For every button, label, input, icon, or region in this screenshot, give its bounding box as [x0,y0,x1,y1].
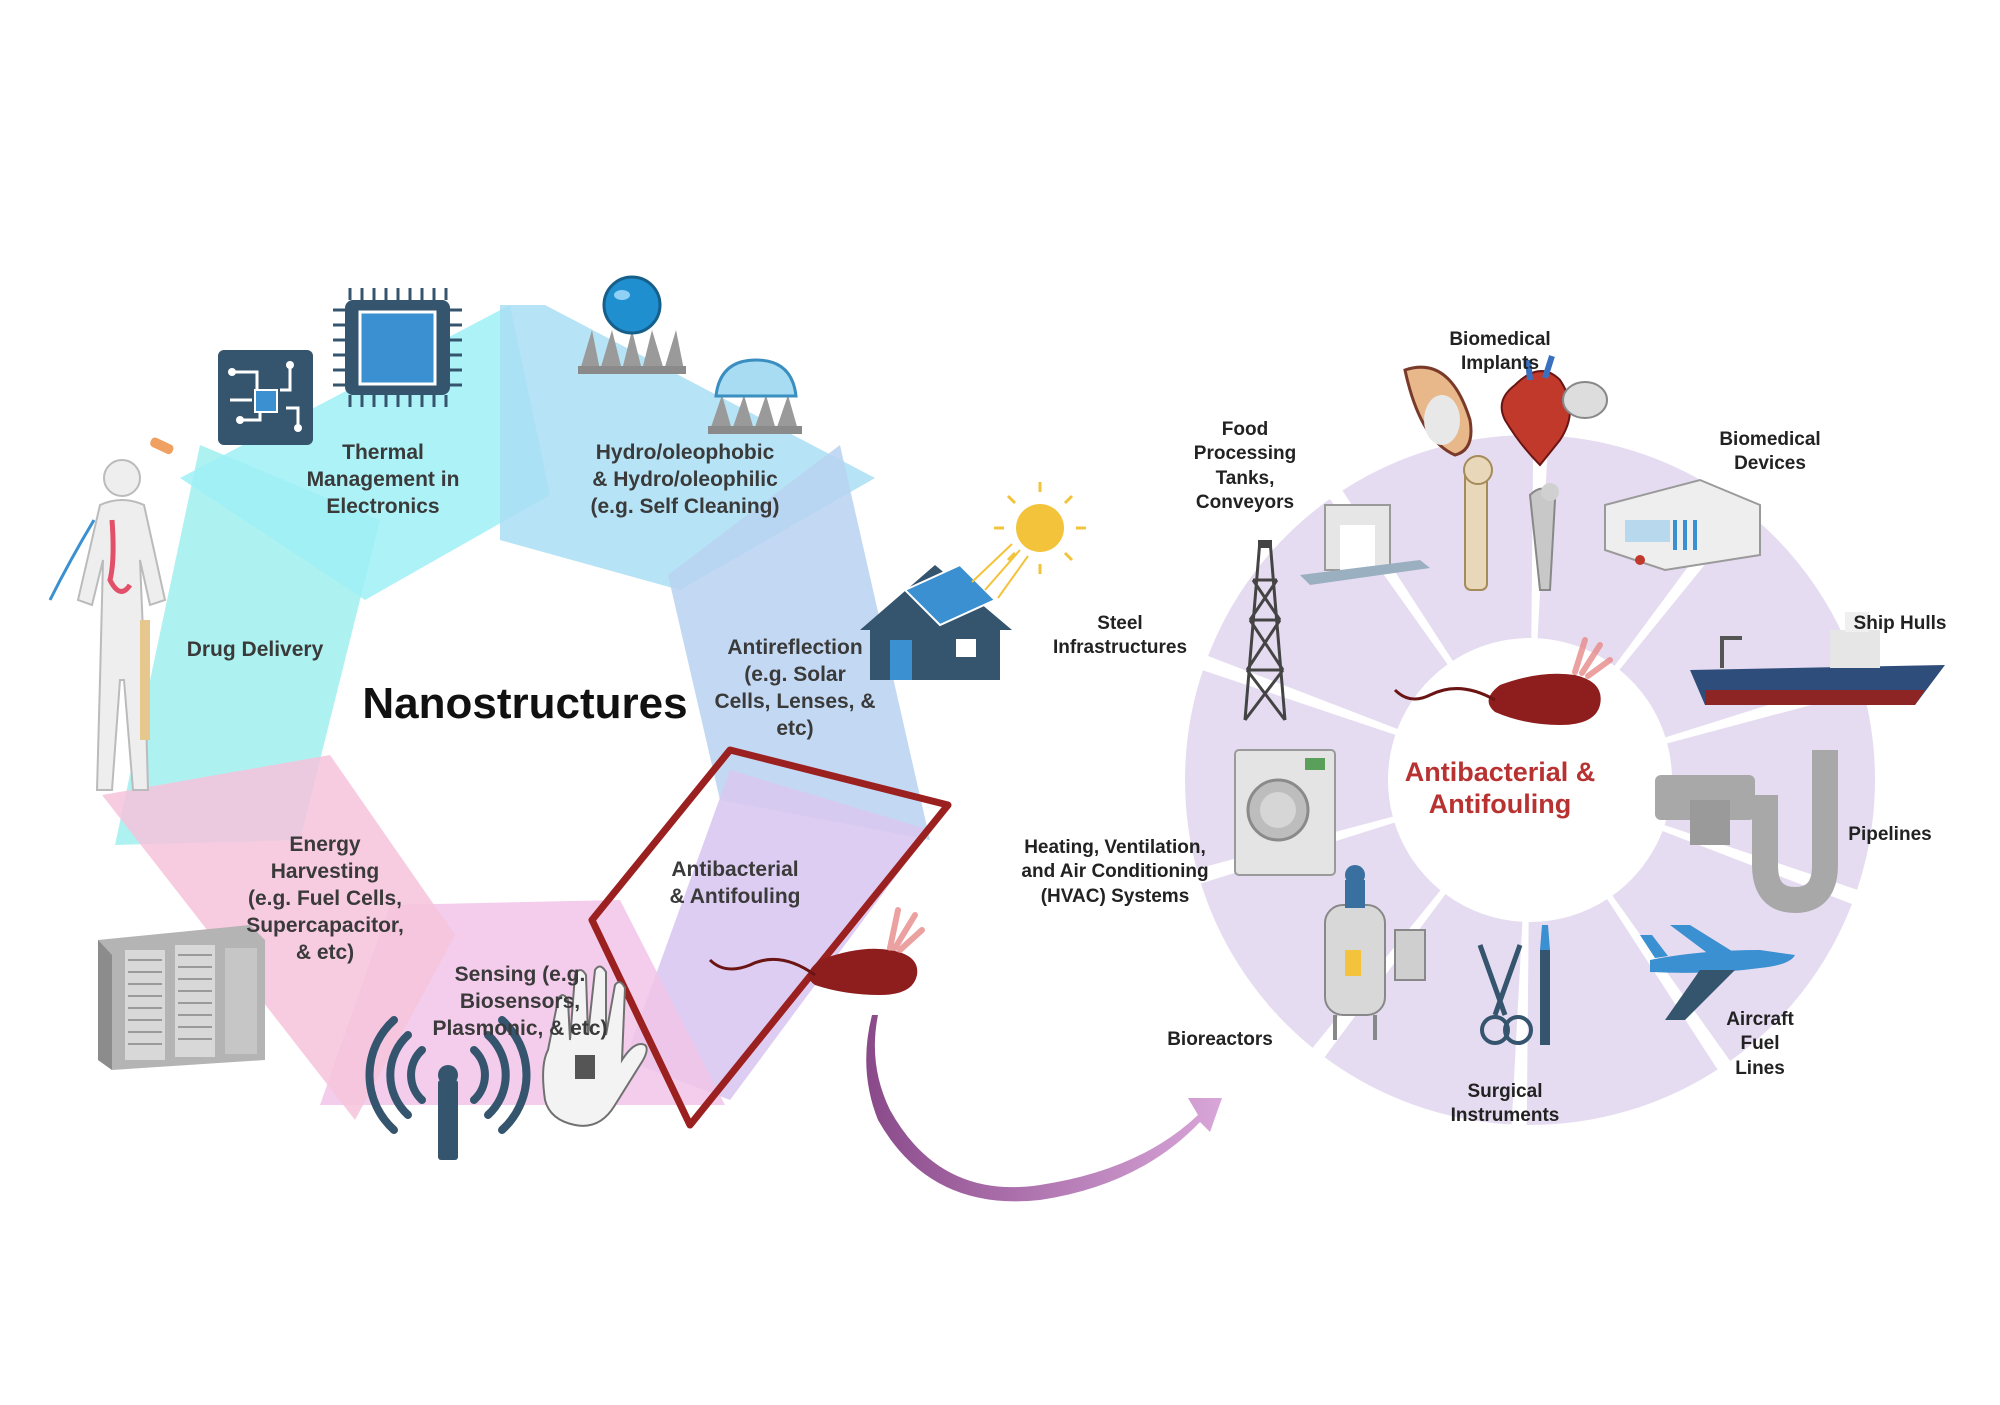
label-antibacterial: Antibacterial & Antifouling [655,857,815,911]
label-line: Bioreactors [1167,1029,1273,1050]
antibacterial-highlight-frame [588,746,952,1129]
label-line: Processing [1193,443,1297,465]
label-drug-delivery: Drug Delivery [175,637,335,664]
label-bioreactors: Bioreactors [1145,1028,1295,1052]
label-line: Hydro/oleophobic [595,441,775,464]
label-line: Thermal [342,441,424,464]
label-line: Ship Hulls [1853,613,1947,634]
breast-implant-icon [1403,365,1473,457]
label-line: & Hydro/oleophilic [592,467,778,491]
surgical-instruments-icon [1477,925,1550,1045]
label-line: (HVAC) Systems [1040,885,1190,907]
label-line: (e.g. Solar [744,662,846,686]
pipeline-icon [1655,750,1838,914]
label-pipelines: Pipelines [1830,823,1950,847]
label-line: Biomedical [1449,329,1551,350]
label-hvac: Heating, Ventilation, and Air Conditionin… [1010,836,1220,909]
segment-band-antibacterial [625,770,930,1100]
steel-tower-icon [1243,539,1287,721]
human-body-icon [48,437,174,791]
label-line: Conveyors [1195,491,1295,513]
label-line: Heating, Ventilation, [1024,837,1206,858]
segment-band-thermal [180,305,550,600]
label-line: etc) [776,716,814,740]
label-line: Tanks, [1215,467,1275,489]
airplane-icon [1640,925,1795,1020]
water-droplet-hydrophilic-icon [708,358,802,434]
label-line: & etc) [295,940,355,964]
label-line: Antireflection [727,636,863,659]
hand-biosensor-icon [542,965,648,1127]
label-line: Infrastructures [1052,637,1188,659]
ring-segment-surgical [1526,899,1718,1126]
label-line: Antibacterial [671,858,799,881]
label-line: Lines [1735,1057,1785,1079]
label-line: Steel [1097,613,1143,634]
water-droplet-hydrophobic-icon [578,275,686,374]
label-line: Surgical [1467,1081,1543,1102]
label-line: Harvesting [270,859,380,883]
label-line: Devices [1734,453,1806,475]
label-line: & Antifouling [669,884,801,908]
wireless-antenna-icon [365,1016,531,1160]
label-line: Sensing (e.g. [454,963,586,986]
food-processing-conveyor-icon [1300,504,1430,585]
label-line: Cells, Lenses, & [714,689,876,713]
microchip-icon [333,288,462,407]
ship-hull-icon [1690,612,1945,705]
label-line: Food [1221,419,1269,440]
label-line: Biomedical [1719,429,1821,450]
label-line: Antifouling [1428,788,1572,819]
label-line: Energy [289,833,361,856]
bone-implant-icon [1463,455,1559,591]
medical-device-icon [1604,478,1761,572]
heart-pacemaker-icon [1500,355,1608,467]
fuel-cell-stack-icon [98,925,265,1070]
label-hydro: Hydro/oleophobic & Hydro/oleophilic (e.g. … [565,440,805,521]
circuit-board-icon [218,350,313,445]
label-line: Electronics [326,494,440,518]
antibacterial-center-title: Antibacterial &Antifouling [1380,757,1620,821]
segment-band-antireflection [668,445,930,840]
label-line: Plasmonic, & etc) [432,1016,608,1040]
label-line: Instruments [1450,1105,1560,1127]
label-line: Implants [1460,353,1540,375]
label-line: Antibacterial & [1404,757,1596,787]
ring-segment-bioreactors [1324,894,1523,1125]
nanostructures-ring [102,305,952,1129]
bacterium-icon-right [1393,637,1613,725]
nanostructures-title: Nanostructures [362,679,688,728]
hvac-unit-icon [1234,749,1336,876]
label-line: Management in [306,467,460,491]
label-line: (e.g. Self Cleaning) [590,494,780,518]
label-ship-hulls: Ship Hulls [1830,612,1970,636]
label-line: Biosensors, [459,989,581,1013]
bacterium-icon-left [708,907,925,995]
label-sensing: Sensing (e.g. Biosensors, Plasmonic, & etc… [420,962,620,1043]
ring-segment-hvac [1200,822,1441,1048]
ring-center [1392,642,1668,918]
label-line: Fuel [1740,1033,1780,1055]
label-line: Pipelines [1848,824,1932,845]
solar-house-icon [860,482,1086,680]
bioreactor-icon [1324,865,1426,1040]
label-line: Drug Delivery [186,638,324,661]
label-line: and Air Conditioning [1021,861,1209,883]
label-line: (e.g. Fuel Cells, [247,886,403,910]
segment-band-energy [102,755,455,1120]
label-line: Supercapacitor, [246,913,404,937]
label-line: Aircraft [1726,1009,1794,1030]
